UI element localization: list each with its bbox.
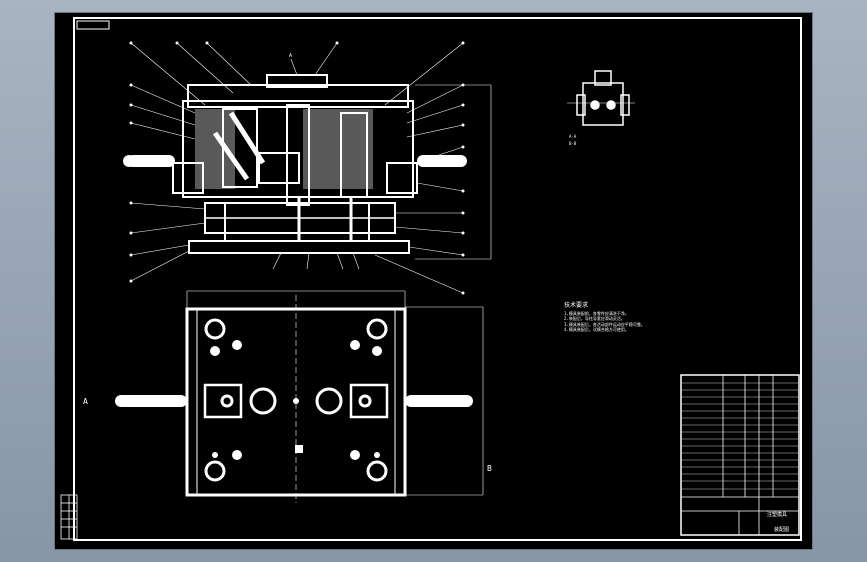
side-screws-top [123,155,467,167]
detail-label-2: B-B [569,141,577,146]
plan-view [185,290,484,503]
side-screws-plan [115,395,473,407]
cad-drawing: A [60,17,802,541]
note-line: 1.模具装配前，各零件应清洗干净。 [564,310,629,316]
plan-small-holes [210,340,382,460]
corner-tag [76,20,110,30]
drawing-sheet: A [55,13,812,549]
view-label-right: B [487,464,492,473]
leader-lines [130,42,492,294]
revision-block [60,494,78,540]
note-line: 4.模具装配后，试模合格方可使用。 [564,327,629,332]
outer-border [73,17,802,541]
title-block-rows [681,382,799,490]
section-view [172,74,418,254]
detail-view [567,70,635,126]
note-line: 3.模具装配后，各活动部件运动应平稳可靠。 [564,321,645,327]
notes-title: 技术要求 [564,302,589,309]
view-label-top: A [289,53,292,59]
note-line: 2.装配后，导柱导套应滑动灵活。 [564,316,625,321]
title-block-name: 装配图 [774,527,790,533]
title-block-title: 注塑模具 [767,512,788,518]
technical-requirements: 技术要求 1.模具装配前，各零件应清洗干净。 2.装配后，导柱导套应滑动灵活。 … [564,303,764,333]
title-block [680,374,800,536]
view-label-left: A [83,397,88,406]
detail-label-1: A-A [569,134,577,139]
balloon-dots [129,41,465,295]
plan-holes [204,318,388,482]
